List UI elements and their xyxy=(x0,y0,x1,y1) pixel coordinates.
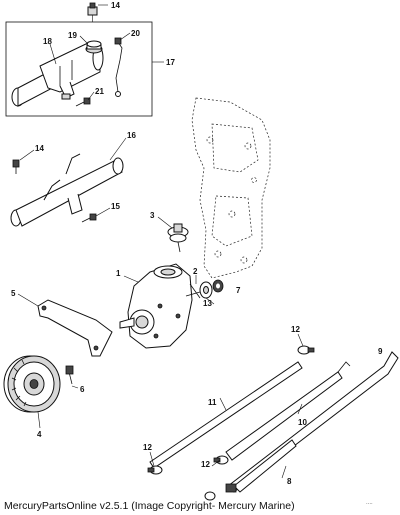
callout-10: 10 xyxy=(298,418,307,427)
callout-1: 1 xyxy=(116,269,121,278)
callout-15: 15 xyxy=(111,202,120,211)
manifold-18 xyxy=(11,41,104,107)
callout-3: 3 xyxy=(150,211,155,220)
copyright-caption: MercuryPartsOnline v2.5.1 (Image Copyrig… xyxy=(4,500,295,512)
screw-21 xyxy=(75,97,91,107)
callout-6: 6 xyxy=(80,385,85,394)
callout-8: 8 xyxy=(287,477,292,486)
callout-16: 16 xyxy=(127,131,136,140)
callout-12-top: 12 xyxy=(291,325,300,334)
figure-number-fragment: .... xyxy=(366,500,373,506)
callout-17: 17 xyxy=(166,58,175,67)
pump-1 xyxy=(119,263,201,349)
nut-7 xyxy=(212,279,224,293)
hose-10 xyxy=(225,361,351,461)
engine-bracket-dashed xyxy=(191,97,271,279)
water-tube-16 xyxy=(10,153,124,227)
sender-20 xyxy=(114,37,123,97)
callout-labels: 14 19 20 18 17 21 16 14 15 3 1 2 7 13 5 … xyxy=(11,1,383,486)
callout-21: 21 xyxy=(95,87,104,96)
stud-2 xyxy=(189,283,201,299)
pulley-4 xyxy=(3,355,61,413)
inset-box xyxy=(5,2,153,117)
callout-5: 5 xyxy=(11,289,16,298)
callout-14-mid: 14 xyxy=(35,144,44,153)
screw-15 xyxy=(81,213,97,223)
callout-13: 13 xyxy=(203,299,212,308)
callout-4: 4 xyxy=(37,430,42,439)
callout-7: 7 xyxy=(236,286,241,295)
bracket-5 xyxy=(37,299,113,357)
clamp-12-lower-mid xyxy=(213,455,229,465)
hose-11 xyxy=(149,361,303,469)
cap-19 xyxy=(85,40,103,54)
clamp-12-lower-left xyxy=(147,465,163,475)
bolt-6 xyxy=(65,365,74,385)
callout-14-top: 14 xyxy=(111,1,120,10)
clamp-bottom xyxy=(204,491,216,501)
callout-19: 19 xyxy=(68,31,77,40)
fitting-14-mid xyxy=(12,159,20,174)
callout-12-lower-left: 12 xyxy=(143,443,152,452)
callout-9: 9 xyxy=(378,347,383,356)
leader-lines xyxy=(17,4,304,479)
callout-11: 11 xyxy=(208,398,217,407)
hose-8 xyxy=(225,439,297,493)
fitting-14-top xyxy=(87,2,98,22)
washer-13 xyxy=(199,281,213,299)
cap-3 xyxy=(167,223,189,253)
callout-18: 18 xyxy=(43,37,52,46)
callout-2: 2 xyxy=(193,267,198,276)
callout-20: 20 xyxy=(131,29,140,38)
callout-12-lower-mid: 12 xyxy=(201,460,210,469)
clamp-12-top xyxy=(297,345,315,355)
